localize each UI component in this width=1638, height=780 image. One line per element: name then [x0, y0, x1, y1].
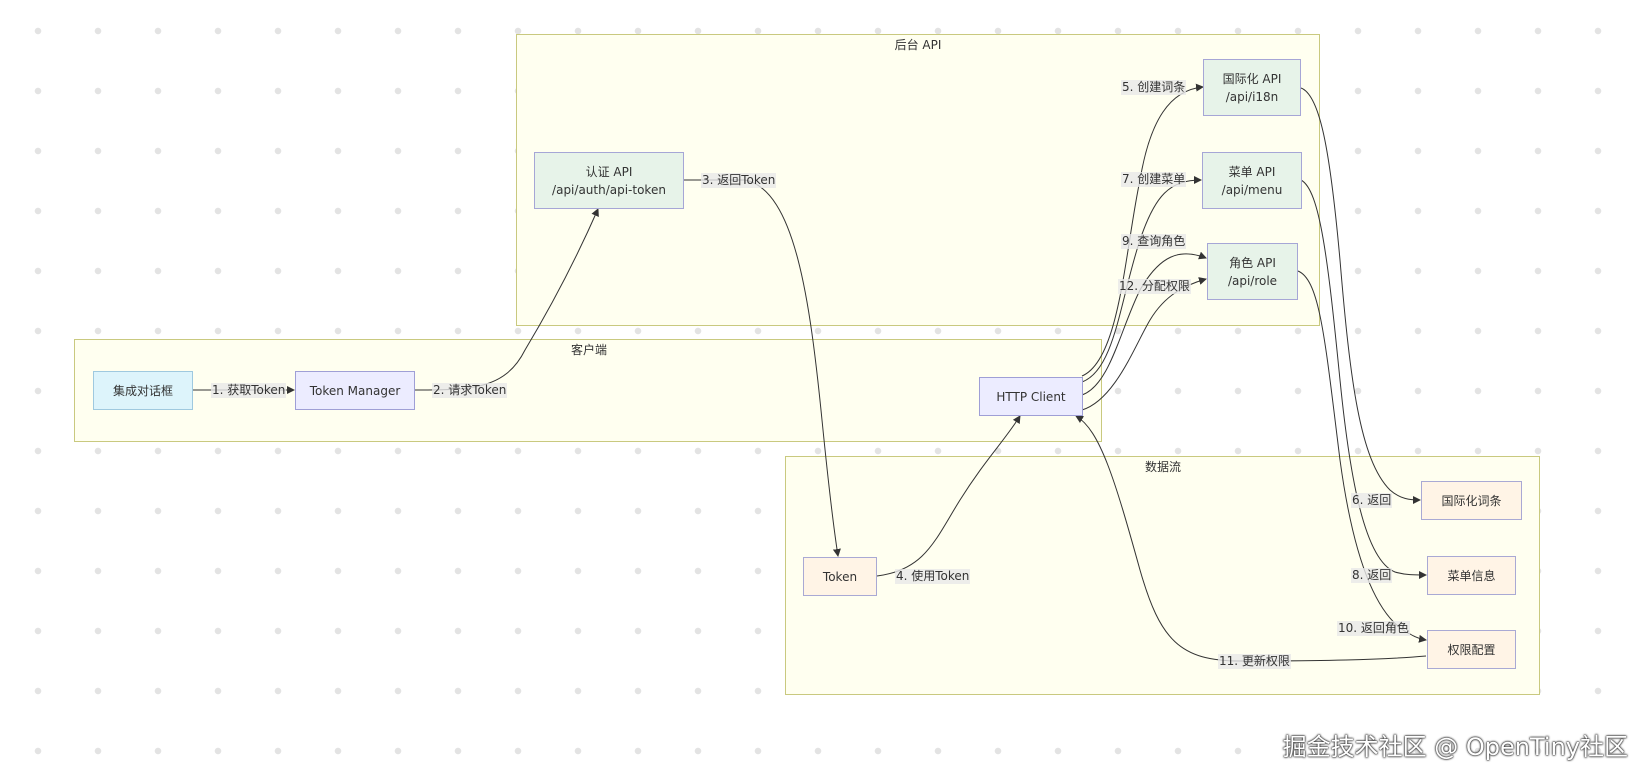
node-role-api-path: /api/role: [1227, 273, 1278, 288]
edge-label-8: 8. 返回: [1351, 568, 1393, 583]
node-token-manager-label: Token Manager: [309, 383, 401, 398]
edge-label-10: 10. 返回角色: [1337, 621, 1410, 636]
node-menu-info-label: 菜单信息: [1447, 568, 1496, 583]
node-menu-info[interactable]: 菜单信息: [1427, 556, 1516, 595]
edge-label-3: 3. 返回Token: [701, 173, 777, 188]
edge-label-12: 12. 分配权限: [1118, 279, 1191, 294]
group-title-dataflow: 数据流: [1145, 460, 1182, 474]
group-title-client: 客户端: [571, 343, 608, 357]
edge-9-query-role: [1081, 251, 1207, 396]
edge-4-use-token: [876, 415, 1021, 577]
node-auth-api-title: 认证 API: [585, 164, 633, 179]
node-integrate-dialog[interactable]: 集成对话框: [93, 371, 193, 410]
node-menu-api[interactable]: 菜单 API /api/menu: [1202, 152, 1302, 209]
edge-11-update-permission: [1075, 415, 1427, 662]
node-permission-config[interactable]: 权限配置: [1427, 630, 1516, 669]
node-permission-config-label: 权限配置: [1447, 642, 1496, 657]
node-auth-api[interactable]: 认证 API /api/auth/api-token: [534, 152, 684, 209]
node-integrate-dialog-label: 集成对话框: [112, 383, 173, 398]
edge-6-return: [1300, 87, 1421, 504]
edge-label-6: 6. 返回: [1351, 493, 1393, 508]
node-role-api-title: 角色 API: [1229, 255, 1276, 270]
edge-5-create-entry: [1081, 83, 1204, 377]
edge-2-request-token: [414, 208, 599, 391]
edge-label-11: 11. 更新权限: [1218, 654, 1291, 669]
edge-label-1: 1. 获取Token: [211, 383, 287, 398]
node-auth-api-path: /api/auth/api-token: [552, 182, 666, 197]
edge-12-assign-permission: [1081, 277, 1207, 411]
node-i18n-api-title: 国际化 API: [1222, 71, 1282, 86]
node-token-label: Token: [822, 569, 858, 584]
edge-label-4: 4. 使用Token: [895, 569, 971, 584]
node-role-api[interactable]: 角色 API /api/role: [1207, 243, 1298, 300]
node-http-client[interactable]: HTTP Client: [979, 377, 1083, 416]
group-title-backend: 后台 API: [894, 38, 942, 52]
node-menu-api-path: /api/menu: [1221, 182, 1283, 197]
node-i18n-api-path: /api/i18n: [1225, 89, 1279, 104]
node-token[interactable]: Token: [803, 557, 877, 596]
edge-label-7: 7. 创建菜单: [1121, 172, 1187, 187]
watermark: 掘金技术社区 @ OpenTiny社区: [1282, 733, 1628, 761]
edge-3-return-token: [684, 179, 841, 557]
node-i18n-entry[interactable]: 国际化词条: [1421, 481, 1522, 520]
node-i18n-api[interactable]: 国际化 API /api/i18n: [1203, 59, 1301, 116]
edge-label-2: 2. 请求Token: [432, 383, 508, 398]
edge-8-return: [1300, 179, 1427, 579]
node-http-client-label: HTTP Client: [996, 389, 1066, 404]
node-i18n-entry-label: 国际化词条: [1441, 493, 1502, 508]
edge-10-return-role: [1297, 270, 1427, 643]
node-menu-api-title: 菜单 API: [1228, 164, 1276, 179]
edge-label-9: 9. 查询角色: [1121, 234, 1187, 249]
edge-label-5: 5. 创建词条: [1121, 80, 1187, 95]
node-token-manager[interactable]: Token Manager: [295, 371, 415, 410]
